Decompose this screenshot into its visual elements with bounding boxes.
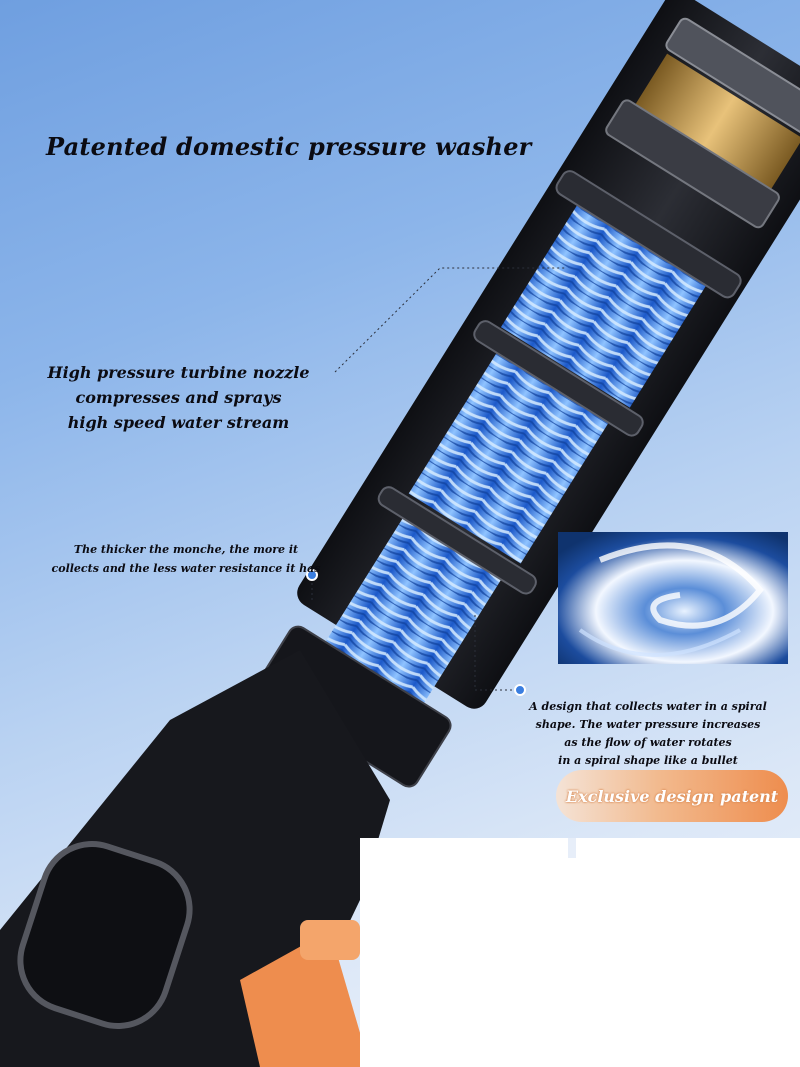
patent-badge: Exclusive design patent	[556, 770, 788, 822]
thickness-callout: The thicker the monche, the more it coll…	[51, 543, 321, 575]
leader-lines	[311, 267, 565, 691]
lance-tube	[255, 0, 800, 788]
gun-body	[0, 650, 390, 1067]
white-overlay-panel	[360, 838, 800, 1067]
orange-trigger-clip	[240, 930, 370, 1067]
spring-coil-middle	[408, 349, 611, 564]
page-title: Patented domestic pressure washer	[46, 132, 532, 161]
nozzle-callout: High pressure turbine nozzle compresses …	[47, 363, 310, 432]
spring-coil-lower	[325, 514, 504, 704]
marker-dot-thickness	[306, 569, 318, 581]
patent-badge-label: Exclusive design patent	[565, 786, 779, 806]
water-swirl-photo	[558, 532, 788, 664]
marker-dot-spiral	[514, 684, 526, 696]
spiral-callout: A design that collects water in a spiral…	[529, 700, 767, 767]
turbine-nozzle	[635, 53, 800, 190]
white-overlay-gap	[568, 838, 576, 858]
